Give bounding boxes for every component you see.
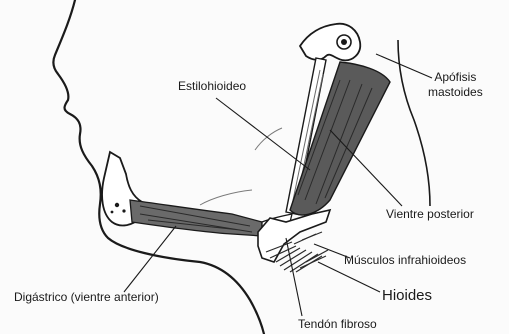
label-vientre-posterior: Vientre posterior (386, 208, 474, 220)
label-tendon-fibroso: Tendón fibroso (298, 318, 377, 330)
label-estilohioideo: Estilohioideo (178, 80, 246, 92)
face-profile (53, 0, 264, 334)
label-apofisis-line2: mastoides (428, 85, 483, 100)
label-apofisis-mastoides: Apófisis mastoides (428, 70, 483, 100)
label-musculos-infrahioideos: Músculos infrahioideos (344, 254, 466, 266)
leader-lines (124, 54, 432, 316)
label-apofisis-line1: Apófisis (428, 70, 483, 85)
label-digastrico: Digástrico (vientre anterior) (14, 291, 159, 303)
label-hioides: Hioides (382, 288, 432, 303)
